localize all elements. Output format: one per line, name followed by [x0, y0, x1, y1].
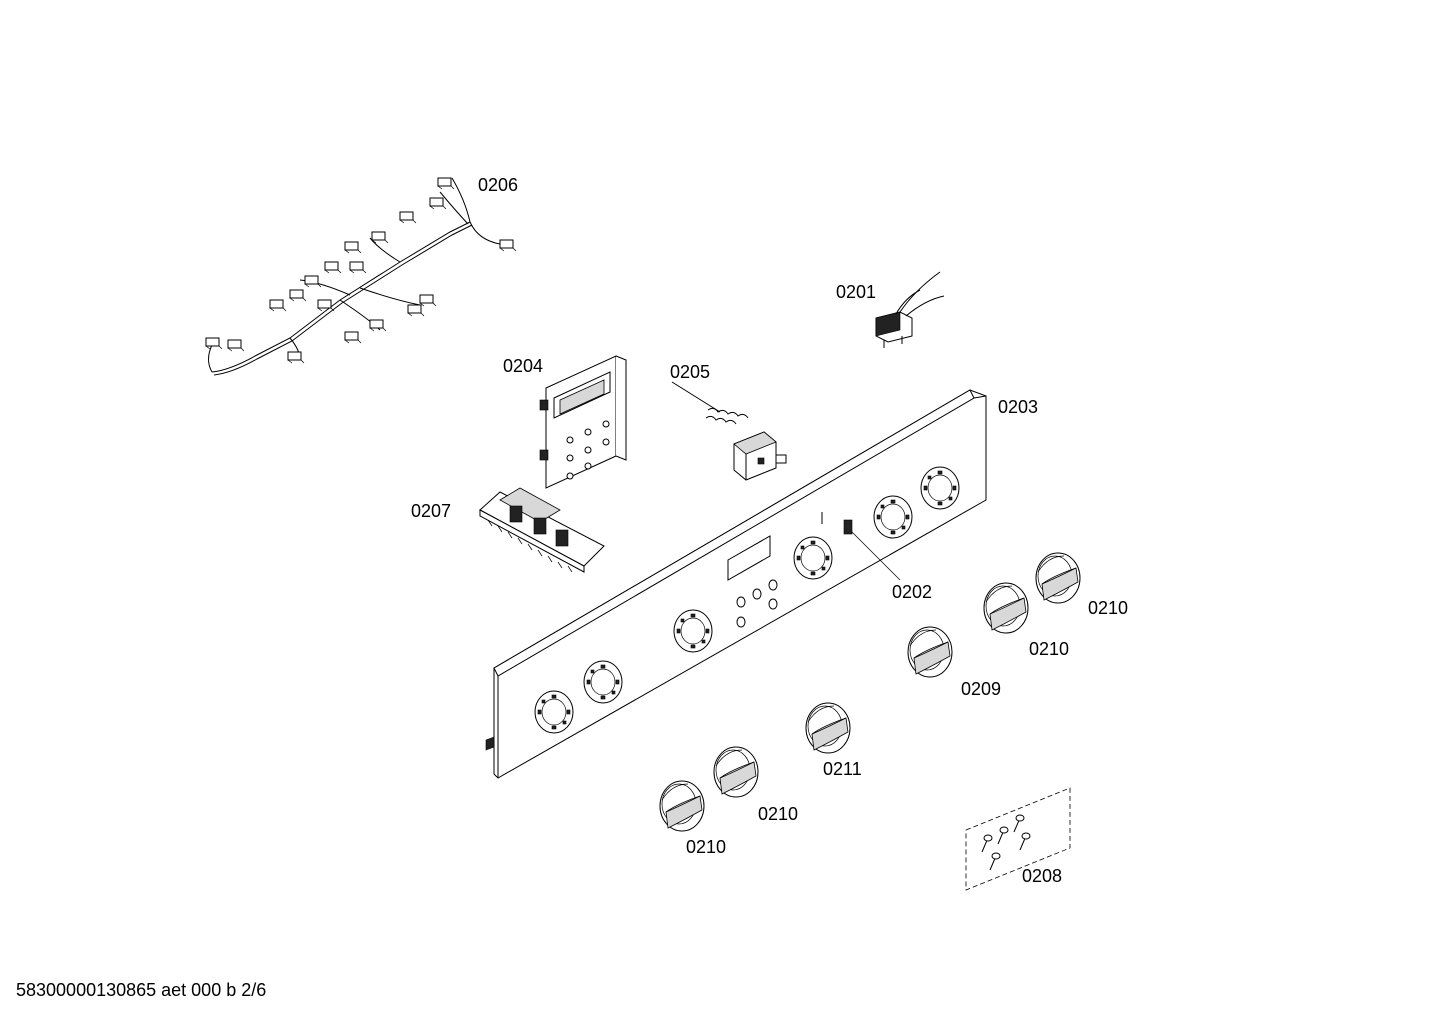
knob-0210-top-right [1035, 552, 1081, 604]
knob-0210-middle [983, 582, 1029, 634]
door-switch [875, 271, 945, 348]
relay-board [479, 487, 605, 573]
label-0202: 0202 [892, 582, 932, 602]
label-0206: 0206 [478, 175, 518, 195]
label-0208: 0208 [1022, 866, 1062, 886]
label-0201: 0201 [836, 282, 876, 302]
thermostat [671, 381, 787, 481]
knob-0210-lower-left [659, 780, 705, 832]
knob-0211 [805, 702, 851, 754]
label-0204: 0204 [503, 356, 543, 376]
drawing-id-footer: 58300000130865 aet 000 b 2/6 [16, 980, 267, 1000]
wiring-harness [205, 177, 517, 376]
label-0205: 0205 [670, 362, 710, 382]
label-0207: 0207 [411, 501, 451, 521]
leader-line-0202 [851, 531, 901, 581]
electronic-module [539, 355, 627, 489]
knob-0209 [907, 626, 953, 678]
label-0210-b: 0210 [1029, 639, 1069, 659]
label-0210-a: 0210 [1088, 598, 1128, 618]
label-0210-d: 0210 [686, 837, 726, 857]
label-0210-c: 0210 [758, 804, 798, 824]
control-panel [485, 389, 987, 779]
label-0211: 0211 [823, 759, 862, 779]
label-0203: 0203 [998, 397, 1038, 417]
label-0209: 0209 [961, 679, 1001, 699]
knob-0210-lower-middle [713, 746, 759, 798]
screw-set [965, 787, 1071, 891]
